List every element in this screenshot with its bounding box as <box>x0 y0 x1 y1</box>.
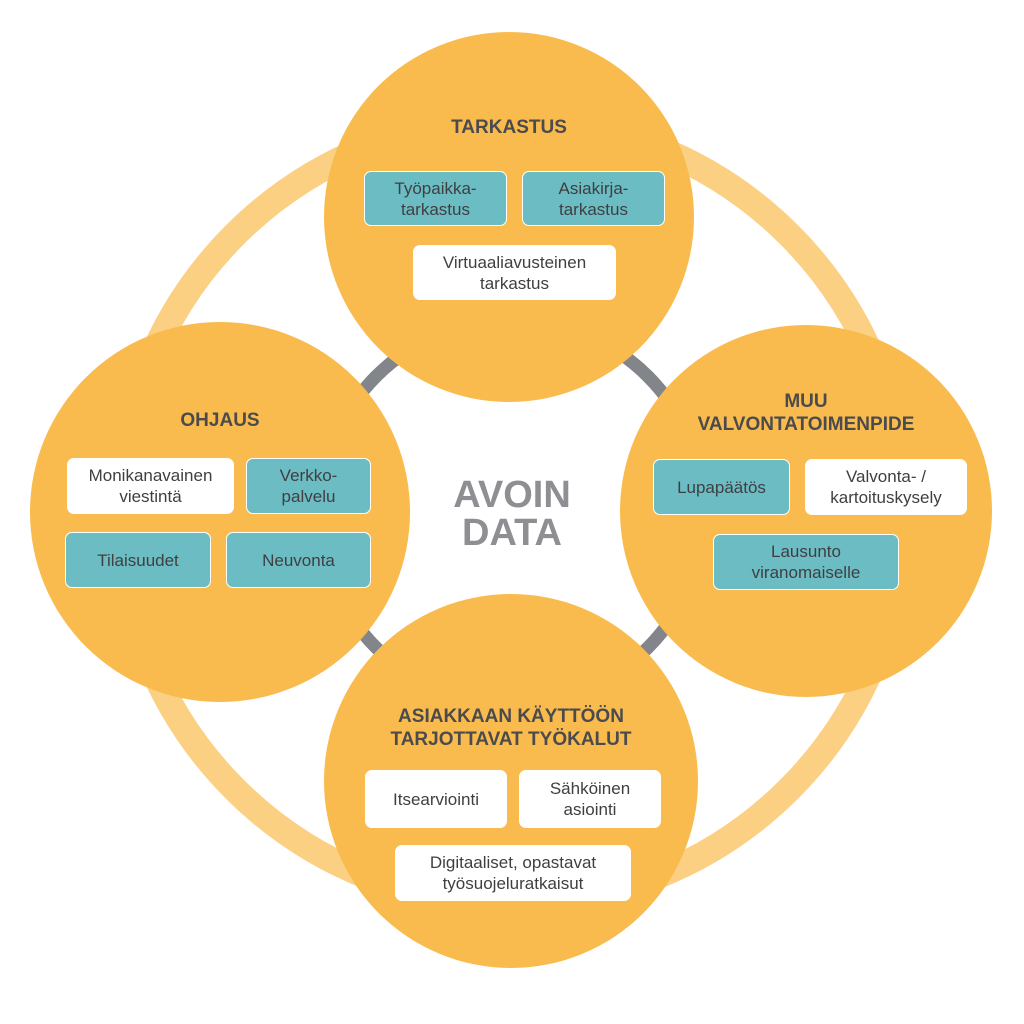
box-tyopaikkatarkastus: Työpaikka- tarkastus <box>364 171 507 226</box>
title-tarkastus: TARKASTUS <box>451 117 567 138</box>
box-monikanavainen-viestinta: Monikanavainen viestintä <box>67 458 234 514</box>
box-itsearviointi: Itsearviointi <box>365 770 507 828</box>
title-asiakkaan-tyokalut: ASIAKKAAN KÄYTTÖÖN TARJOTTAVAT TYÖKALUT <box>390 706 632 750</box>
box-sahkoinen-asiointi: Sähköinen asiointi <box>519 770 661 828</box>
title-muu-valvontatoimenpide: MUU VALVONTATOIMENPIDE <box>697 391 915 435</box>
title-ohjaus: OHJAUS <box>180 410 260 431</box>
box-verkkopalvelu: Verkko- palvelu <box>246 458 371 514</box>
box-tilaisuudet: Tilaisuudet <box>65 532 211 588</box>
box-valvonta-kartoituskysely: Valvonta- / kartoituskysely <box>805 459 967 515</box>
box-lupapaatos: Lupapäätös <box>653 459 790 515</box>
box-digitaaliset-tyosuojeluratkaisut: Digitaaliset, opastavat työsuojeluratkai… <box>395 845 631 901</box>
box-neuvonta: Neuvonta <box>226 532 371 588</box>
box-lausunto-viranomaiselle: Lausunto viranomaiselle <box>713 534 899 590</box>
box-asiakirjatarkastus: Asiakirja- tarkastus <box>522 171 665 226</box>
center-label-avoin-data: AVOIN DATA <box>453 474 571 554</box>
box-virtuaaliavusteinen-tarkastus: Virtuaaliavusteinen tarkastus <box>413 245 616 300</box>
